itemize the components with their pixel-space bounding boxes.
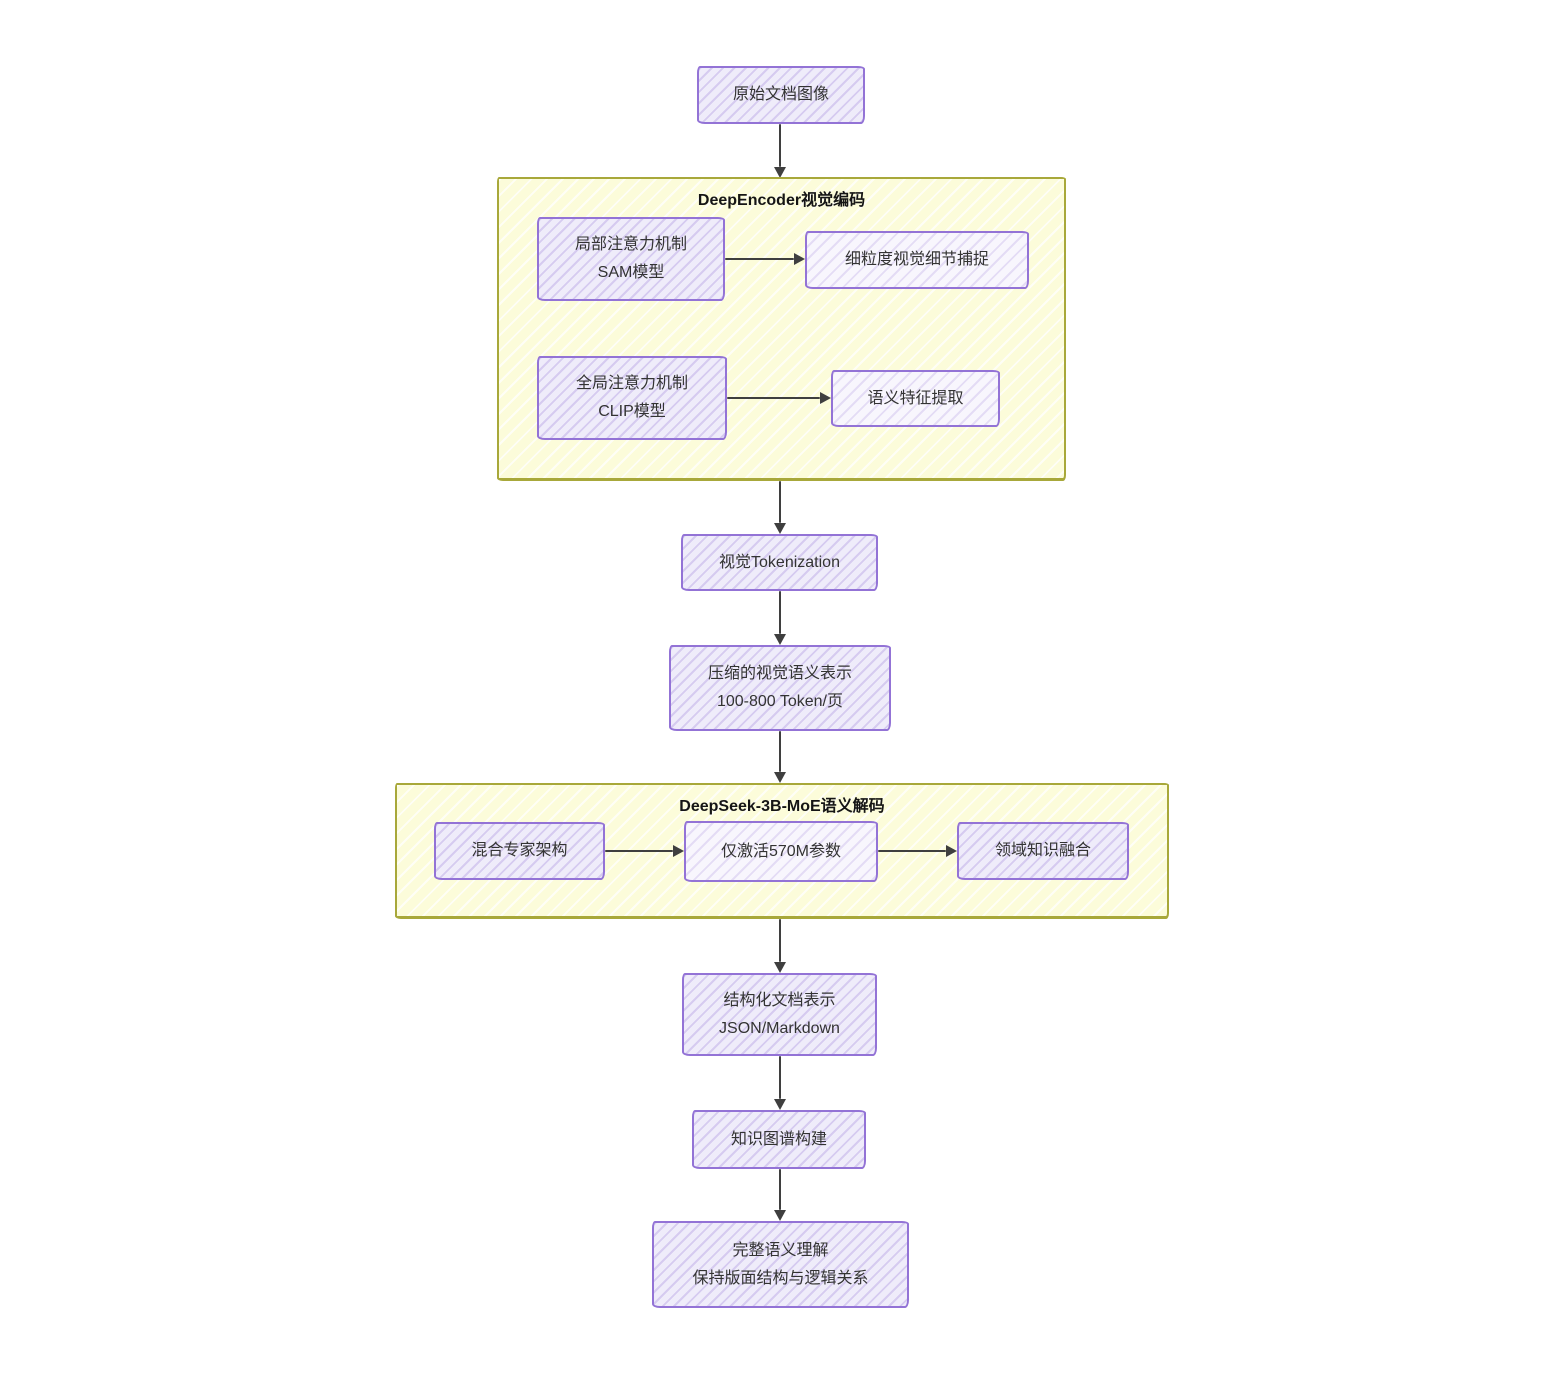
node-label: 知识图谱构建	[730, 1130, 827, 1148]
node-label: 原始文档图像	[732, 86, 829, 103]
container-deepseek-moe-title: DeepSeek-3B-MoE语义解码	[679, 798, 885, 815]
node-label: 细粒度视觉细节捕捉	[844, 251, 989, 268]
arrow-moe-to-active-params	[605, 850, 673, 852]
node-source-document-image: 原始文档图像	[697, 66, 865, 124]
node-label-line1: 结构化文档表示	[723, 991, 836, 1009]
arrow-decoder-to-structured	[779, 919, 781, 962]
node-label: 仅激活570M参数	[720, 842, 842, 860]
arrow-source-to-encoder	[779, 124, 781, 167]
node-domain-knowledge-fusion: 领域知识融合	[957, 822, 1129, 880]
node-compressed-visual-semantic: 压缩的视觉语义表示 100-800 Token/页	[669, 645, 891, 731]
node-active-570m-params: 仅激活570M参数	[684, 821, 878, 882]
node-label: 领域知识融合	[994, 842, 1091, 859]
node-fine-grained-visual-detail: 细粒度视觉细节捕捉	[805, 231, 1029, 289]
node-global-attention-clip: 全局注意力机制 CLIP模型	[537, 356, 727, 440]
arrow-sam-to-fine-detail	[725, 258, 794, 260]
arrow-active-params-to-domain-fusion	[878, 850, 946, 852]
arrow-structured-to-knowledge-graph	[779, 1056, 781, 1099]
node-label-line2: CLIP模型	[598, 403, 666, 420]
node-label-line2: JSON/Markdown	[719, 1019, 840, 1037]
arrow-tokenization-to-compressed	[779, 591, 781, 634]
node-label-line2: 100-800 Token/页	[716, 693, 844, 710]
node-label-line1: 全局注意力机制	[575, 375, 688, 392]
node-label-line1: 压缩的视觉语义表示	[707, 665, 852, 682]
node-mixture-of-experts: 混合专家架构	[434, 822, 605, 880]
arrow-clip-to-semantic-extraction	[727, 397, 820, 399]
node-label: 视觉Tokenization	[719, 553, 840, 571]
node-label-line2: 保持版面结构与逻辑关系	[692, 1269, 869, 1287]
node-local-attention-sam: 局部注意力机制 SAM模型	[537, 217, 725, 301]
node-complete-semantic-understanding: 完整语义理解 保持版面结构与逻辑关系	[652, 1221, 909, 1308]
arrow-knowledge-graph-to-final	[779, 1169, 781, 1210]
container-deepencoder-title: DeepEncoder视觉编码	[697, 192, 866, 209]
node-label-line2: SAM模型	[597, 264, 665, 281]
node-label-line1: 完整语义理解	[732, 1241, 829, 1259]
arrow-encoder-to-tokenization	[779, 481, 781, 523]
node-semantic-feature-extraction: 语义特征提取	[831, 370, 1000, 427]
node-label: 混合专家架构	[471, 842, 568, 859]
node-label-line1: 局部注意力机制	[574, 236, 687, 253]
arrow-compressed-to-decoder	[779, 731, 781, 772]
node-structured-document: 结构化文档表示 JSON/Markdown	[682, 973, 877, 1056]
node-visual-tokenization: 视觉Tokenization	[681, 534, 878, 591]
node-label: 语义特征提取	[867, 389, 964, 407]
node-knowledge-graph-construction: 知识图谱构建	[692, 1110, 866, 1169]
